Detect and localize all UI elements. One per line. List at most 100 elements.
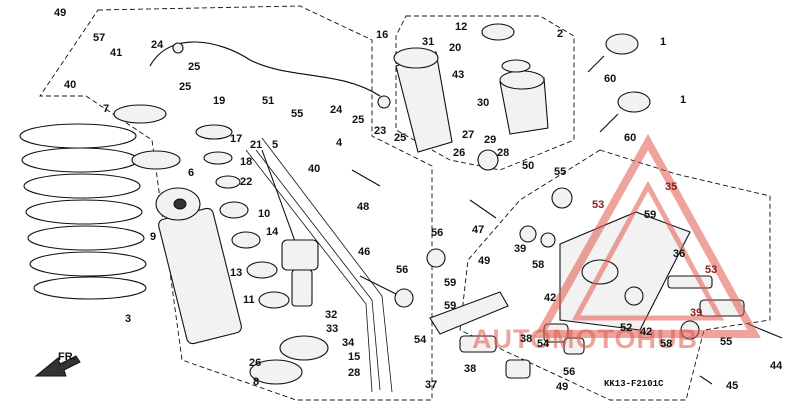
callout-4[interactable]: 4 <box>336 137 343 149</box>
callout-26[interactable]: 26 <box>249 357 261 369</box>
callout-10[interactable]: 10 <box>258 208 270 220</box>
callout-5[interactable]: 5 <box>272 139 278 151</box>
callout-25[interactable]: 25 <box>352 114 364 126</box>
callout-44[interactable]: 44 <box>770 360 783 372</box>
lock-nut <box>113 104 167 124</box>
lower-seat <box>279 335 329 361</box>
callout-25[interactable]: 25 <box>394 132 406 144</box>
callout-58[interactable]: 58 <box>660 338 672 350</box>
callout-13[interactable]: 13 <box>230 267 242 279</box>
callout-55[interactable]: 55 <box>291 108 303 120</box>
callout-59[interactable]: 59 <box>444 277 456 289</box>
callout-56[interactable]: 56 <box>431 227 443 239</box>
callout-38[interactable]: 38 <box>520 333 532 345</box>
callout-49[interactable]: 49 <box>556 381 568 393</box>
callout-37[interactable]: 37 <box>425 379 437 391</box>
callout-50[interactable]: 50 <box>522 160 534 172</box>
callout-38[interactable]: 38 <box>464 363 476 375</box>
callout-18[interactable]: 18 <box>240 156 252 168</box>
callout-52[interactable]: 52 <box>620 322 632 334</box>
callout-2[interactable]: 2 <box>557 28 563 40</box>
callout-56[interactable]: 56 <box>396 264 408 276</box>
linkage-border <box>459 149 771 401</box>
callout-34[interactable]: 34 <box>342 337 355 349</box>
callout-47[interactable]: 47 <box>472 224 484 236</box>
callout-1[interactable]: 1 <box>680 94 686 106</box>
watermark-text: AUTOMOTOHUB <box>472 324 698 354</box>
callout-51[interactable]: 51 <box>262 95 274 107</box>
callout-56[interactable]: 56 <box>563 366 575 378</box>
callout-39[interactable]: 39 <box>690 307 702 319</box>
callout-17[interactable]: 17 <box>230 133 242 145</box>
callout-45[interactable]: 45 <box>726 380 738 392</box>
callout-55[interactable]: 55 <box>720 336 732 348</box>
clamp-lower <box>599 91 651 133</box>
front-direction-arrow <box>34 355 81 377</box>
callout-36[interactable]: 36 <box>673 248 685 260</box>
callout-15[interactable]: 15 <box>348 351 360 363</box>
callout-20[interactable]: 20 <box>449 42 461 54</box>
callout-26[interactable]: 26 <box>453 147 465 159</box>
shock-body <box>155 187 242 345</box>
callout-24[interactable]: 24 <box>330 104 343 116</box>
callout-7[interactable]: 7 <box>103 103 109 115</box>
callout-54[interactable]: 54 <box>414 334 427 346</box>
diagram-code: KK13-F2101C <box>604 379 664 389</box>
callout-42[interactable]: 42 <box>544 292 556 304</box>
callout-27[interactable]: 27 <box>462 129 474 141</box>
callout-31[interactable]: 31 <box>422 36 434 48</box>
callout-59[interactable]: 59 <box>644 209 656 221</box>
callout-21[interactable]: 21 <box>250 139 262 151</box>
callouts: 49 40 57 41 24 25 25 7 19 51 55 24 25 23… <box>54 7 783 393</box>
callout-8[interactable]: 8 <box>253 376 259 388</box>
callout-40[interactable]: 40 <box>308 163 320 175</box>
callout-41[interactable]: 41 <box>110 47 122 59</box>
callout-23[interactable]: 23 <box>374 125 386 137</box>
callout-28[interactable]: 28 <box>348 367 360 379</box>
callout-22[interactable]: 22 <box>240 176 252 188</box>
callout-55[interactable]: 55 <box>554 166 566 178</box>
callout-29[interactable]: 29 <box>484 134 496 146</box>
callout-28[interactable]: 28 <box>497 147 509 159</box>
callout-6[interactable]: 6 <box>188 167 194 179</box>
callout-25[interactable]: 25 <box>179 81 191 93</box>
callout-1[interactable]: 1 <box>660 36 666 48</box>
callout-53[interactable]: 53 <box>705 264 717 276</box>
callout-30[interactable]: 30 <box>477 97 489 109</box>
callout-53[interactable]: 53 <box>592 199 604 211</box>
watermark-logo <box>533 133 761 338</box>
spring-seat <box>249 359 303 385</box>
callout-49[interactable]: 49 <box>54 7 66 19</box>
callout-43[interactable]: 43 <box>452 69 464 81</box>
callout-60[interactable]: 60 <box>624 132 636 144</box>
callout-9[interactable]: 9 <box>150 231 156 243</box>
callout-25[interactable]: 25 <box>188 61 200 73</box>
callout-46[interactable]: 46 <box>358 246 370 258</box>
callout-49[interactable]: 49 <box>478 255 490 267</box>
reservoir <box>393 23 549 171</box>
callout-54[interactable]: 54 <box>537 338 550 350</box>
callout-19[interactable]: 19 <box>213 95 225 107</box>
callout-33[interactable]: 33 <box>326 323 338 335</box>
callout-12[interactable]: 12 <box>455 21 467 33</box>
callout-48[interactable]: 48 <box>357 201 369 213</box>
direction-label: FR. <box>58 351 76 363</box>
damper-rod <box>195 124 319 309</box>
callout-24[interactable]: 24 <box>151 39 164 51</box>
callout-59[interactable]: 59 <box>444 300 456 312</box>
callout-14[interactable]: 14 <box>266 226 279 238</box>
callout-16[interactable]: 16 <box>376 29 388 41</box>
callout-60[interactable]: 60 <box>604 73 616 85</box>
callout-42[interactable]: 42 <box>640 326 652 338</box>
callout-11[interactable]: 11 <box>243 294 255 306</box>
callout-35[interactable]: 35 <box>665 181 677 193</box>
callout-40[interactable]: 40 <box>64 79 76 91</box>
callout-39[interactable]: 39 <box>514 243 526 255</box>
callout-57[interactable]: 57 <box>93 32 105 44</box>
callout-32[interactable]: 32 <box>325 309 337 321</box>
spring <box>19 123 147 300</box>
callout-58[interactable]: 58 <box>532 259 544 271</box>
callout-3[interactable]: 3 <box>125 313 131 325</box>
